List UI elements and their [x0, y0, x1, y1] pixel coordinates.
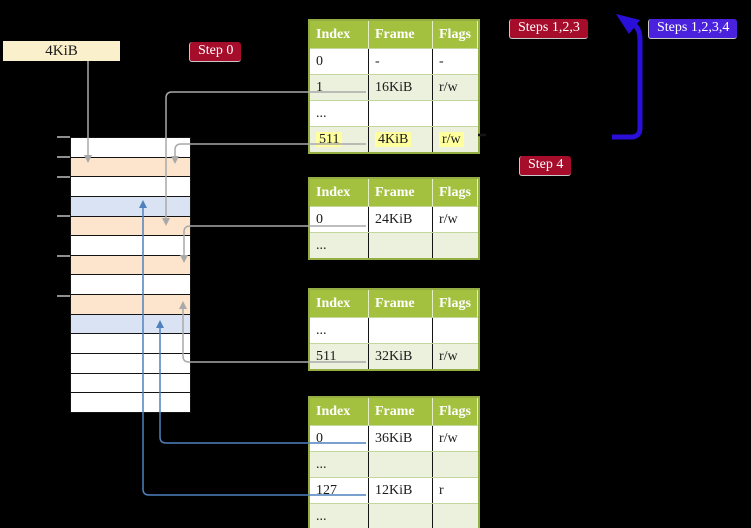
memory-row-white [71, 334, 190, 355]
table-cell: 32KiB [369, 344, 433, 369]
memory-row-blue [71, 196, 190, 217]
table-cell [433, 452, 478, 477]
table-cell: ... [310, 233, 369, 258]
table-cell: 16KiB [369, 75, 433, 100]
table-row: ... [310, 232, 478, 258]
table-cell: ... [310, 318, 369, 343]
frame-size-label: 4KiB [3, 41, 120, 61]
column-header: Frame [369, 398, 433, 425]
memory-row-white [71, 236, 190, 256]
memory-tick [57, 295, 70, 297]
table-cell: r/w [439, 349, 458, 364]
table-cell: - [439, 54, 444, 69]
badge-steps-1-2-3-4: Steps 1,2,3,4 [648, 19, 738, 39]
table-row: ... [310, 503, 478, 528]
table-cell: 0 [310, 207, 369, 232]
table-cell: 1 [310, 75, 369, 100]
table-cell: r/w [439, 431, 458, 446]
column-header: Index [310, 398, 369, 425]
physical-memory-column [70, 137, 191, 413]
column-header: Flags [433, 398, 478, 425]
table-cell: ... [310, 504, 369, 528]
table-cell: 24KiB [369, 207, 433, 232]
table-row: 511 4KiB r/w [310, 126, 478, 152]
table-cell [433, 504, 478, 528]
highlighted-value: r/w [439, 132, 464, 147]
table-cell: - [369, 49, 433, 74]
table-cell: r/w [439, 212, 458, 227]
table-row: ... [310, 451, 478, 477]
loop-arrow-head-icon [616, 14, 640, 34]
column-header: Flags [433, 290, 478, 317]
table-cell: 4KiB [369, 127, 433, 152]
loop-arrow-shaft [612, 21, 643, 140]
table-cell: r/w [433, 127, 478, 152]
memory-row-orange [71, 157, 190, 178]
memory-row-white [71, 177, 190, 197]
memory-tick [57, 136, 70, 138]
memory-row-white [71, 354, 190, 374]
table-cell: 36KiB [369, 426, 433, 451]
table-row: ... [310, 317, 478, 343]
column-header: Index [310, 290, 369, 317]
table-cell: ... [310, 101, 369, 126]
memory-row-white [71, 373, 190, 394]
table-cell [369, 504, 433, 528]
memory-row-white [71, 138, 190, 158]
memory-row-white [71, 275, 190, 296]
table-row: 0-- [310, 48, 478, 74]
table-row: ... [310, 100, 478, 126]
memory-row-orange [71, 295, 190, 315]
table-cell: 0 [310, 426, 369, 451]
table-cell [369, 233, 433, 258]
table-cell [369, 452, 433, 477]
badge-step-4: Step 4 [519, 156, 572, 176]
table-cell [433, 318, 478, 343]
highlighted-value: 4KiB [375, 132, 412, 147]
table-cell [369, 318, 433, 343]
memory-row-white [71, 393, 190, 412]
table-cell: 12KiB [369, 478, 433, 503]
memory-tick [57, 156, 70, 158]
column-header: Flags [433, 179, 478, 206]
table-cell: 511 [310, 344, 369, 369]
memory-row-orange [71, 255, 190, 276]
table-cell: 127 [310, 478, 369, 503]
highlighted-value: 511 [316, 132, 343, 147]
memory-tick [57, 176, 70, 178]
memory-tick [57, 215, 70, 217]
table-cell [433, 101, 478, 126]
memory-row-orange [71, 216, 190, 237]
column-header: Frame [369, 290, 433, 317]
column-header: Frame [369, 179, 433, 206]
table-cell: r [439, 483, 444, 498]
table-cell: 0 [310, 49, 369, 74]
column-header: Frame [369, 21, 433, 48]
memory-tick [57, 255, 70, 257]
table-cell: ... [310, 452, 369, 477]
table-cell: 511 [310, 127, 369, 152]
table-cell [369, 101, 433, 126]
column-header: Index [310, 21, 369, 48]
column-header: Flags [433, 21, 478, 48]
badge-steps-1-2-3: Steps 1,2,3 [509, 19, 588, 39]
table-cell [433, 233, 478, 258]
badge-step-0: Step 0 [189, 42, 242, 62]
table-cell: r/w [439, 80, 458, 95]
memory-row-blue [71, 314, 190, 335]
column-header: Index [310, 179, 369, 206]
